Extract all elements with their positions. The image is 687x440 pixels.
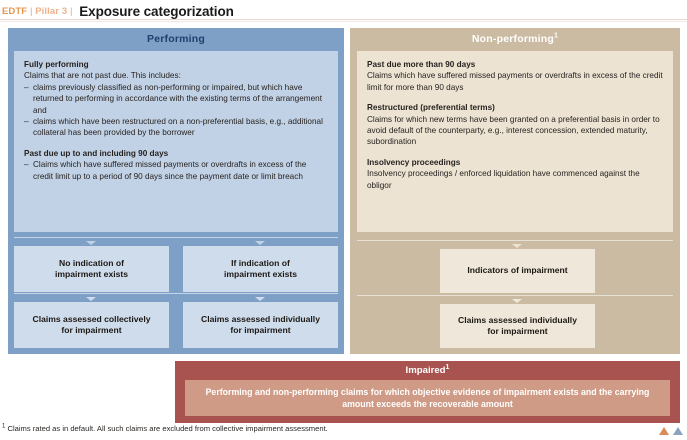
- list-item: claims which have been restructured on a…: [24, 116, 328, 139]
- box-label: Indicators of impairment: [467, 265, 568, 276]
- impaired-description: Performing and non-performing claims for…: [185, 380, 670, 416]
- np-section-1-body: Claims which have suffered missed paymen…: [367, 71, 663, 92]
- performing-section-1-heading: Fully performing: [24, 60, 89, 69]
- box-label: Claims assessed individually for impairm…: [201, 313, 320, 336]
- connector-chevron-icon: [86, 241, 96, 245]
- box-no-indication-of-impairment: No indication of impairment exists: [14, 246, 169, 292]
- performing-section-1-intro: Claims that are not past due. This inclu…: [24, 71, 181, 81]
- impaired-title: Impaired1: [175, 363, 680, 376]
- divider: [14, 237, 338, 238]
- panel-performing-title-text: Performing: [146, 33, 205, 45]
- list-item: Claims which have suffered missed paymen…: [24, 159, 328, 182]
- panel-non-performing: Non-performing1 Past due more than 90 da…: [350, 28, 680, 354]
- page-title: Exposure categorization: [79, 3, 234, 19]
- impaired-title-text: Impaired: [405, 365, 446, 376]
- spacer: [24, 139, 328, 148]
- non-performing-description: Past due more than 90 days Claims which …: [357, 51, 673, 232]
- box-label: No indication of impairment exists: [54, 257, 129, 280]
- header-kicker-sep1: |: [27, 5, 36, 17]
- box-label: Claims assessed collectively for impairm…: [32, 313, 151, 336]
- connector-chevron-icon: [255, 241, 265, 245]
- divider: [14, 293, 338, 294]
- connector-chevron-icon: [512, 299, 522, 303]
- header-kicker-pillar: Pillar 3: [35, 5, 68, 17]
- list-item: claims previously classified as non-perf…: [24, 82, 328, 116]
- box-label: Claims assessed individually for impairm…: [458, 314, 577, 337]
- footnote-marker: 1: [554, 32, 559, 40]
- np-section-3-heading: Insolvency proceedings: [367, 157, 461, 167]
- panel-impaired: Impaired1 Performing and non-performing …: [175, 361, 680, 423]
- footnote-marker: 1: [2, 423, 6, 430]
- footnote-marker: 1: [445, 363, 450, 371]
- performing-section-2-heading: Past due up to and including 90 days: [24, 148, 169, 158]
- connector-chevron-icon: [86, 297, 96, 301]
- performing-section-2-bullets: Claims which have suffered missed paymen…: [24, 159, 328, 182]
- connector-chevron-icon: [255, 297, 265, 301]
- box-claims-assessed-individually-performing: Claims assessed individually for impairm…: [183, 302, 338, 348]
- box-claims-assessed-individually-non-performing: Claims assessed individually for impairm…: [440, 304, 595, 348]
- performing-description: Fully performing Claims that are not pas…: [14, 51, 338, 232]
- box-indicators-of-impairment: Indicators of impairment: [440, 249, 595, 293]
- header-kicker-sep2: |: [67, 5, 76, 17]
- triangle-blue-icon: [673, 427, 683, 435]
- triangle-orange-icon: [659, 427, 669, 435]
- np-section-1-heading: Past due more than 90 days: [367, 60, 476, 69]
- page-header: EDTF | Pillar 3 | Exposure categorizatio…: [0, 0, 687, 22]
- np-section-3-body: Insolvency proceedings / enforced liquid…: [367, 169, 640, 190]
- footnote-text: Claims rated as in default. All such cla…: [5, 424, 328, 433]
- performing-section-1-bullets: claims previously classified as non-perf…: [24, 82, 328, 139]
- divider: [357, 240, 673, 241]
- panel-performing: Performing Fully performing Claims that …: [8, 28, 344, 354]
- header-divider-secondary: [0, 21, 687, 22]
- footnote: 1 Claims rated as in default. All such c…: [2, 423, 642, 434]
- box-claims-assessed-collectively: Claims assessed collectively for impairm…: [14, 302, 169, 348]
- np-section-2-heading: Restructured (preferential terms): [367, 103, 495, 113]
- spacer: [367, 93, 663, 102]
- corner-marks: [659, 427, 683, 435]
- np-section-2-body: Claims for which new terms have been gra…: [367, 114, 660, 147]
- box-if-indication-of-impairment: If indication of impairment exists: [183, 246, 338, 292]
- connector-chevron-icon: [512, 244, 522, 248]
- panel-performing-title: Performing: [8, 33, 344, 45]
- box-label: If indication of impairment exists: [223, 257, 298, 280]
- header-kicker: EDTF | Pillar 3 |: [2, 6, 75, 17]
- spacer: [367, 148, 663, 157]
- divider: [357, 295, 673, 296]
- panel-non-performing-title-text: Non-performing: [471, 33, 555, 45]
- header-divider: [0, 19, 687, 20]
- impaired-description-text: Performing and non-performing claims for…: [205, 387, 650, 409]
- header-kicker-edtf: EDTF: [2, 5, 28, 17]
- panel-non-performing-title: Non-performing1: [350, 32, 680, 46]
- diagram-board: Performing Fully performing Claims that …: [0, 24, 687, 423]
